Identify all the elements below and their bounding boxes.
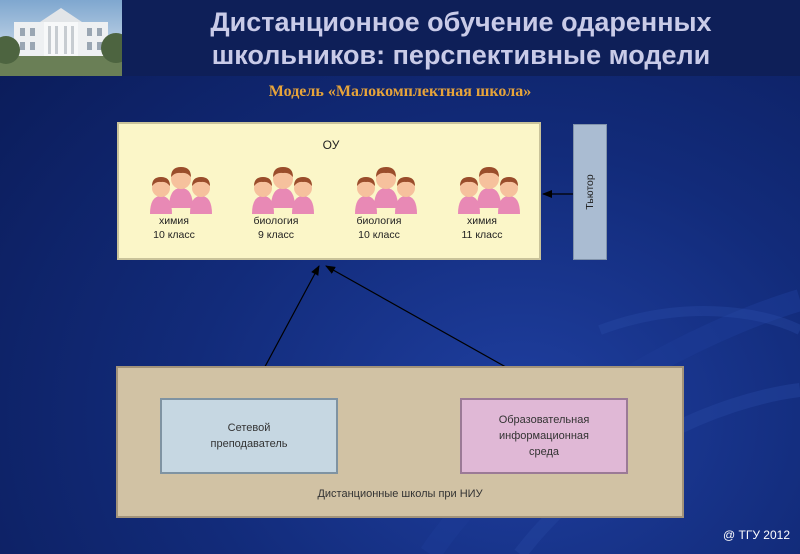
tutor-box: Тьютор bbox=[573, 124, 607, 260]
network-teacher-label: Сетевой преподаватель bbox=[210, 422, 288, 450]
group-3-subject: биология bbox=[356, 215, 402, 227]
tutor-label: Тьютор bbox=[584, 174, 596, 210]
university-building-photo bbox=[0, 0, 122, 76]
information-environment-label: Образовательная информационная среда bbox=[498, 414, 590, 458]
students-icon bbox=[150, 167, 212, 214]
group-2-subject: биология bbox=[253, 215, 299, 227]
page-title: Дистанционное обучение одаренных школьни… bbox=[122, 6, 800, 72]
ou-box: ОУ химия 10 класс биология 9 класс биоло… bbox=[117, 122, 541, 260]
students-icon bbox=[458, 167, 520, 214]
niu-box: Сетевой преподаватель Образовательная ин… bbox=[116, 366, 684, 518]
model-subtitle: Модель «Малокомплектная школа» bbox=[268, 83, 532, 100]
student-group-1: химия 10 класс bbox=[134, 166, 214, 242]
ou-label: ОУ bbox=[322, 138, 340, 152]
student-group-4: химия 11 класс bbox=[442, 166, 522, 242]
niu-label: Дистанционные школы при НИУ bbox=[317, 488, 483, 500]
group-1-subject: химия bbox=[159, 215, 189, 227]
network-teacher-box: Сетевой преподаватель bbox=[160, 398, 338, 474]
students-icon bbox=[252, 167, 314, 214]
title-line-1: Дистанционное обучение одаренных bbox=[210, 7, 712, 37]
group-3-grade: 10 класс bbox=[358, 229, 400, 241]
student-group-2: биология 9 класс bbox=[236, 166, 316, 242]
group-4-subject: химия bbox=[467, 215, 497, 227]
copyright-footer: @ ТГУ 2012 bbox=[723, 528, 790, 542]
group-2-grade: 9 класс bbox=[258, 229, 294, 241]
title-band bbox=[122, 0, 800, 76]
student-group-3: биология 10 класс bbox=[339, 166, 419, 242]
information-environment-box: Образовательная информационная среда bbox=[460, 398, 628, 474]
header: Дистанционное обучение одаренных школьни… bbox=[0, 0, 800, 76]
students-icon bbox=[355, 167, 417, 214]
group-4-grade: 11 класс bbox=[461, 229, 503, 241]
title-line-2: школьников: перспективные модели bbox=[211, 40, 711, 70]
group-1-grade: 10 класс bbox=[153, 229, 195, 241]
